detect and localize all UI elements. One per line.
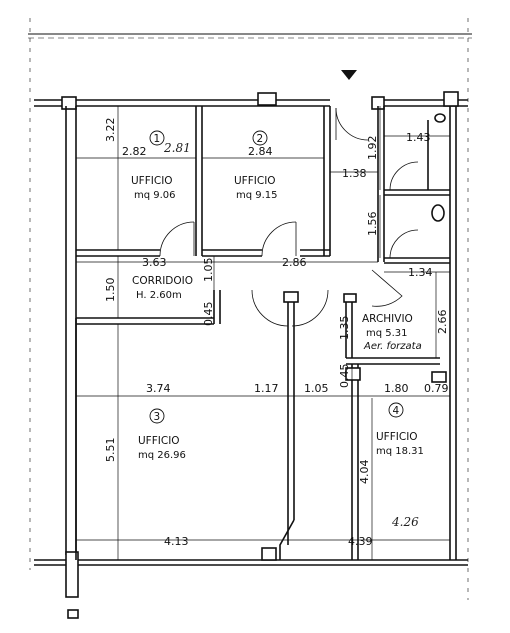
dim-266: 2.66 — [436, 310, 449, 335]
pillar-top-center — [257, 92, 277, 106]
dim-363: 3.63 — [142, 256, 167, 269]
archive-name: ARCHIVIO — [362, 313, 413, 325]
corridor-name: CORRIDOIO — [132, 275, 193, 287]
sink-icon — [434, 113, 446, 123]
room4-name: UFFICIO — [376, 431, 418, 443]
pillar-office4 — [345, 367, 361, 381]
handwritten-note-1: 2.81 — [163, 141, 191, 155]
dim-439: 4.39 — [348, 535, 373, 548]
dim-134: 1.34 — [408, 266, 433, 279]
handwritten-note-2: 4.26 — [391, 515, 419, 529]
archive-corner — [343, 293, 357, 303]
dim-374: 3.74 — [146, 382, 171, 395]
dim-551: 5.51 — [104, 438, 117, 463]
dim-045a: 0.45 — [202, 302, 215, 327]
dim-045b: 0.45 — [338, 364, 351, 389]
dim-286: 2.86 — [282, 256, 307, 269]
dim-105a: 1.05 — [202, 258, 215, 283]
dim-413: 4.13 — [164, 535, 189, 548]
pillar-top-far-right — [443, 91, 459, 107]
dim-404: 4.04 — [358, 460, 371, 485]
dim-105b: 1.05 — [304, 382, 329, 395]
pillar-top-left — [61, 96, 77, 110]
room2-number: 2 — [257, 133, 264, 145]
dim-192: 1.92 — [366, 136, 379, 161]
room2-area: mq 9.15 — [236, 190, 278, 201]
pillar-bottom-left — [65, 551, 79, 598]
corridor-height: H. 2.60m — [136, 290, 182, 301]
dim-284: 2.84 — [248, 145, 273, 158]
dim-079: 0.79 — [424, 382, 449, 395]
archive-area: mq 5.31 — [366, 328, 408, 339]
room3-badge — [149, 408, 165, 424]
partition-slant — [279, 519, 295, 560]
door-arc-office2 — [261, 221, 297, 257]
entrance-door-arc — [335, 107, 369, 141]
door-arc-office1 — [159, 221, 195, 257]
corridor-door-arc-right — [291, 289, 329, 327]
corridor-door-arc-left — [251, 289, 289, 327]
dim-180: 1.80 — [384, 382, 409, 395]
dim-143: 1.43 — [406, 131, 431, 144]
room1-badge — [149, 130, 165, 146]
room3-name: UFFICIO — [138, 435, 180, 447]
partition-head — [283, 291, 299, 303]
dim-156: 1.56 — [366, 212, 379, 237]
room1-number: 1 — [154, 133, 161, 145]
room2-badge — [252, 130, 268, 146]
marker-bottom-left — [67, 609, 79, 619]
north-arrow-icon — [341, 70, 357, 80]
room4-area: mq 18.31 — [376, 446, 424, 457]
archive-note: Aer. forzata — [363, 341, 422, 352]
dim-117: 1.17 — [254, 382, 279, 395]
toilet1-door-arc — [389, 161, 419, 191]
dim-322: 3.22 — [104, 118, 117, 143]
room3-area: mq 26.96 — [138, 450, 186, 461]
dim-138: 1.38 — [342, 167, 367, 180]
room3-number: 3 — [154, 411, 161, 423]
dim-135: 1.35 — [338, 316, 351, 341]
wc-icon — [431, 204, 445, 222]
room1-area: mq 9.06 — [134, 190, 176, 201]
room4-badge — [388, 402, 404, 418]
toilet2-door-arc — [389, 229, 419, 259]
pillar-office4-right — [431, 371, 447, 383]
room1-name: UFFICIO — [131, 175, 173, 187]
dim-282: 2.82 — [122, 145, 147, 158]
room2-name: UFFICIO — [234, 175, 276, 187]
pillar-bottom-center — [261, 547, 277, 561]
archive-door — [371, 269, 403, 307]
room4-number: 4 — [393, 405, 400, 417]
dim-150: 1.50 — [104, 278, 117, 303]
